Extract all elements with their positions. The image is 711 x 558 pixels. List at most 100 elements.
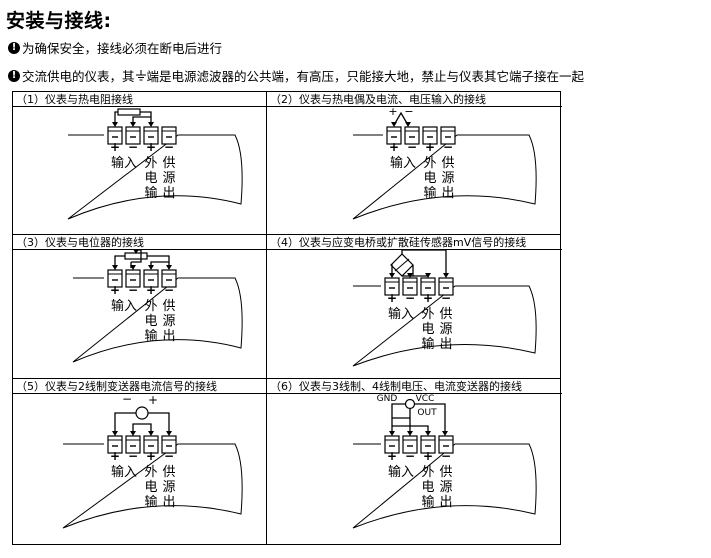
- ground-icon: [135, 70, 146, 81]
- ext-supply-label: 供: [162, 465, 175, 480]
- tx-wire: [114, 412, 136, 434]
- grid-divider-row1: [13, 234, 560, 235]
- two-wire-transmitter-diagram: +−+−输入外供电源输出−+: [62, 394, 243, 529]
- wire-arrow: [407, 431, 413, 436]
- ext-supply-label: 供: [162, 156, 175, 171]
- ext-supply-label: 电: [421, 322, 434, 337]
- grid-divider-row2: [13, 378, 560, 379]
- wire-arrow: [166, 431, 172, 436]
- warning-icon: !: [8, 41, 20, 54]
- pot-wire: [131, 250, 142, 263]
- wire-arrow: [405, 122, 411, 127]
- ext-supply-label: 电: [144, 314, 157, 329]
- diagram-cell-5: （5）仪表与2线制变送器电流信号的接线 +−+−输入外供电源输出−+: [13, 379, 266, 546]
- diagram-caption-3: （3）仪表与电位器的接线: [13, 235, 266, 250]
- wire-arrow: [425, 273, 431, 278]
- tc-plus: +: [388, 107, 397, 118]
- diagram-cell-4: （4）仪表与应变电桥或扩散硅传感器mV信号的接线 +−+−输入外供电源输出: [267, 235, 562, 378]
- tx-gnd-wire: [391, 403, 405, 434]
- diagram-cell-2: （2）仪表与热电偶及电流、电压输入的接线 +−+−输入外供电源输出+−: [267, 92, 562, 234]
- wire-arrow: [425, 431, 431, 436]
- terminal-minus-label: −: [441, 291, 451, 305]
- wire-arrow: [112, 431, 118, 436]
- terminal-plus-label: +: [387, 291, 397, 305]
- terminal-plus-label: +: [146, 283, 156, 297]
- wire-arrow: [133, 250, 139, 254]
- ext-supply-label: 外: [144, 465, 157, 480]
- rtd-wiring-diagram: +−+−输入外供电源输出: [67, 108, 243, 220]
- terminal-plus-label: +: [110, 449, 120, 463]
- instrument-outline: [62, 443, 243, 529]
- tx-wire: [148, 412, 170, 434]
- terminal-minus-label: −: [441, 449, 451, 463]
- input-label: 输入: [111, 155, 137, 171]
- ext-supply-label: 源: [439, 480, 452, 495]
- input-label: 输入: [111, 464, 137, 480]
- tx-minus: −: [122, 394, 132, 406]
- wire-arrow: [148, 265, 154, 270]
- ext-supply-label: 出: [439, 337, 452, 352]
- wire-arrow: [389, 431, 395, 436]
- tx-vcc-wire: [414, 403, 446, 434]
- bridge-diagonal: [394, 258, 410, 272]
- wire-arrow: [166, 265, 172, 270]
- ext-supply-label: 外: [144, 156, 157, 171]
- wire-arrow: [112, 122, 118, 127]
- wire-arrow: [130, 431, 136, 436]
- ext-supply-label: 电: [421, 480, 434, 495]
- terminal-minus-label: −: [164, 140, 174, 154]
- terminal-minus-label: −: [407, 140, 417, 154]
- bridge-wire: [391, 264, 393, 276]
- wire-arrow: [391, 122, 397, 127]
- safety-note-1-text: 为确保安全，接线必须在断电后进行: [22, 41, 223, 56]
- diagram-caption-4: （4）仪表与应变电桥或扩散硅传感器mV信号的接线: [267, 235, 562, 250]
- rtd-wire: [140, 111, 152, 125]
- diagram-cell-3: （3）仪表与电位器的接线 +−+−输入外供电源输出: [13, 235, 266, 378]
- ext-supply-label: 供: [162, 299, 175, 314]
- rtd-wire: [132, 116, 151, 125]
- ext-supply-label: 外: [144, 299, 157, 314]
- thermocouple-wiring-diagram: +−+−输入外供电源输出+−: [352, 107, 537, 220]
- terminal-minus-label: −: [164, 449, 174, 463]
- ext-supply-label: 出: [162, 186, 175, 201]
- input-label: 输入: [388, 464, 414, 480]
- tx-plus: +: [148, 394, 158, 407]
- ext-supply-label: 输: [144, 494, 157, 510]
- page-title: 安装与接线:: [6, 10, 112, 32]
- terminal-minus-label: −: [128, 449, 138, 463]
- terminal-plus-label: +: [389, 140, 399, 154]
- safety-note-1: ! 为确保安全，接线必须在断电后进行: [8, 38, 222, 57]
- wire-arrow: [130, 265, 136, 270]
- terminal-plus-label: +: [146, 449, 156, 463]
- ext-supply-label: 外: [421, 307, 434, 322]
- rtd-wire: [114, 111, 118, 125]
- bridge-wire: [401, 250, 447, 276]
- diagram-caption-1: （1）仪表与热电阻接线: [13, 92, 266, 107]
- ext-supply-label: 外: [423, 156, 436, 171]
- instrument-outline: [72, 277, 243, 363]
- input-label: 输入: [390, 155, 416, 171]
- pot-wire: [114, 255, 125, 268]
- ext-supply-label: 电: [144, 480, 157, 495]
- ext-supply-label: 输: [421, 336, 434, 352]
- safety-note-2-text-after: 端是电源滤波器的公共端，有高压，只能接大地，禁止与仪表其它端子接在一起: [146, 69, 585, 84]
- diagram-caption-5: （5）仪表与2线制变送器电流信号的接线: [13, 379, 266, 394]
- terminal-minus-label: −: [443, 140, 453, 154]
- wire-arrow: [148, 431, 154, 436]
- diagram-cell-1: （1）仪表与热电阻接线 +−+−输入外供电源输出: [13, 92, 266, 234]
- input-label: 输入: [111, 298, 137, 314]
- ext-supply-label: 源: [439, 322, 452, 337]
- wire-arrow: [389, 273, 395, 278]
- ext-supply-label: 出: [162, 329, 175, 344]
- instrument-outline: [352, 134, 537, 220]
- ext-supply-label: 电: [423, 171, 436, 186]
- terminal-minus-label: −: [164, 283, 174, 297]
- tc-minus: −: [404, 107, 413, 118]
- tx-wire: [132, 423, 152, 434]
- instrument-outline: [352, 285, 537, 367]
- safety-note-2-text-before: 交流供电的仪表，其: [22, 69, 135, 84]
- potentiometer-wiring-diagram: +−+−输入外供电源输出: [72, 250, 243, 363]
- wire-arrow: [130, 122, 136, 127]
